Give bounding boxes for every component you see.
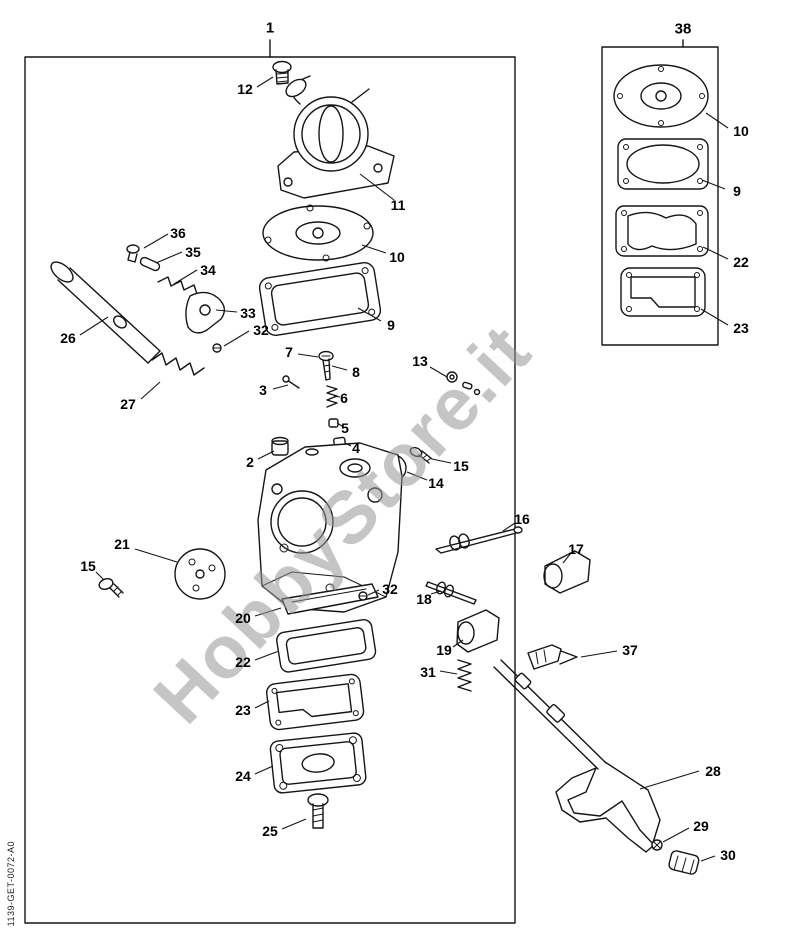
part-screw-7-8 bbox=[319, 352, 333, 381]
part-kit-13 bbox=[447, 372, 480, 395]
drawing-number: 1139-GET-0072-A0 bbox=[6, 840, 16, 926]
part-diaphragm-10-detail bbox=[614, 65, 708, 127]
part-throttle-body-11 bbox=[278, 76, 394, 198]
part-sleeve-2 bbox=[272, 438, 288, 456]
part-plug-17 bbox=[544, 551, 590, 593]
part-cover-24 bbox=[270, 732, 367, 793]
part-callout-30: 30 bbox=[720, 847, 736, 863]
part-shaft-26 bbox=[48, 258, 160, 363]
part-callout-36: 36 bbox=[170, 225, 186, 241]
part-callout-27: 27 bbox=[120, 396, 136, 412]
part-callout-14: 14 bbox=[428, 475, 444, 491]
part-callout-25: 25 bbox=[262, 823, 278, 839]
detail-box-38 bbox=[602, 40, 718, 345]
part-callout-18: 18 bbox=[416, 591, 432, 607]
part-screw-36 bbox=[127, 245, 139, 262]
part-gasket-22-main bbox=[276, 619, 377, 674]
part-callout-17: 17 bbox=[568, 541, 584, 557]
part-needle-16 bbox=[436, 527, 522, 553]
part-callout-9-detail: 9 bbox=[733, 183, 741, 199]
part-spring-27 bbox=[152, 353, 204, 375]
part-gasket-9-main bbox=[258, 261, 382, 336]
part-needle-18 bbox=[426, 581, 476, 604]
part-disc-21 bbox=[175, 549, 225, 599]
part-callout-12: 12 bbox=[237, 81, 253, 97]
part-screw-15-left bbox=[98, 577, 123, 597]
part-callout-15-right: 15 bbox=[453, 458, 469, 474]
part-callout-5: 5 bbox=[341, 420, 349, 436]
part-diaphragm-10-main bbox=[263, 205, 373, 261]
part-callout-32-upper: 32 bbox=[253, 322, 269, 338]
part-callout-23-detail: 23 bbox=[733, 320, 749, 336]
detail-box-label: 38 bbox=[674, 20, 692, 38]
part-diaphragm-22-detail bbox=[616, 206, 708, 256]
part-callout-24: 24 bbox=[235, 768, 251, 784]
part-plug-19 bbox=[457, 610, 499, 652]
part-spring-31 bbox=[458, 660, 471, 691]
part-callout-6: 6 bbox=[340, 390, 348, 406]
part-screw-37 bbox=[528, 645, 577, 669]
part-callout-4: 4 bbox=[352, 440, 360, 456]
part-callout-19: 19 bbox=[436, 642, 452, 658]
part-gasket-23-main bbox=[266, 673, 365, 730]
part-callout-9-main: 9 bbox=[387, 317, 395, 333]
part-callout-15-left: 15 bbox=[80, 558, 96, 574]
part-knob-30 bbox=[668, 850, 700, 875]
part-callout-3: 3 bbox=[259, 382, 267, 398]
part-pin-3 bbox=[283, 376, 299, 388]
part-callout-34: 34 bbox=[200, 262, 216, 278]
main-assembly-box bbox=[25, 40, 515, 923]
part-gasket-23-detail bbox=[621, 268, 705, 316]
part-screw-29 bbox=[652, 840, 662, 850]
part-callout-22-main: 22 bbox=[235, 654, 251, 670]
part-lever-assembly-28 bbox=[494, 660, 660, 852]
part-screw-12 bbox=[273, 62, 291, 85]
part-plate-20 bbox=[282, 584, 378, 614]
part-callout-20: 20 bbox=[235, 610, 251, 626]
part-callout-16: 16 bbox=[514, 511, 530, 527]
part-callout-37: 37 bbox=[622, 642, 638, 658]
part-carburetor-body bbox=[258, 443, 402, 612]
part-callout-28: 28 bbox=[705, 763, 721, 779]
part-callout-35: 35 bbox=[185, 244, 201, 260]
part-callout-7: 7 bbox=[285, 344, 293, 360]
part-callout-21: 21 bbox=[114, 536, 130, 552]
part-callout-2: 2 bbox=[246, 454, 254, 470]
part-screw-15-right bbox=[409, 446, 432, 463]
part-callout-10-main: 10 bbox=[389, 249, 405, 265]
part-lever-33 bbox=[186, 292, 224, 332]
part-screw-32-lower bbox=[359, 592, 367, 600]
part-callout-26: 26 bbox=[60, 330, 76, 346]
part-callout-11: 11 bbox=[390, 197, 406, 213]
part-callout-31: 31 bbox=[420, 664, 436, 680]
part-callout-23-main: 23 bbox=[235, 702, 251, 718]
part-gasket-9-detail bbox=[618, 139, 708, 189]
part-callout-8: 8 bbox=[352, 364, 360, 380]
part-callout-10-detail: 10 bbox=[733, 123, 749, 139]
part-cup-5 bbox=[329, 419, 338, 427]
part-screw-32-upper bbox=[213, 344, 221, 352]
part-screw-25 bbox=[308, 794, 328, 828]
part-callout-22-detail: 22 bbox=[733, 254, 749, 270]
part-callout-13: 13 bbox=[412, 353, 428, 369]
main-assembly-label: 1 bbox=[265, 19, 275, 37]
part-callout-29: 29 bbox=[693, 818, 709, 834]
part-callout-32-lower: 32 bbox=[382, 581, 398, 597]
part-spring-34 bbox=[158, 277, 197, 294]
part-link-35 bbox=[139, 256, 161, 271]
part-callout-33: 33 bbox=[240, 305, 256, 321]
leader-lines bbox=[80, 77, 728, 861]
